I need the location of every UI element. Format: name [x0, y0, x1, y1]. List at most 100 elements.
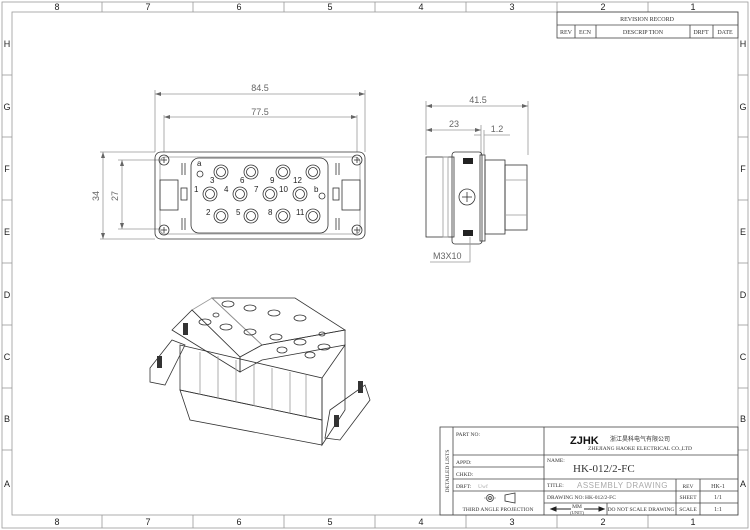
pin-contact-6 [243, 164, 259, 180]
unit-arrow-icon [549, 506, 606, 512]
company-name-en: ZHEJIANG HAOKE ELECTRICAL CO.,LTD [588, 446, 692, 452]
zone-row-labels-left: H G F E D C B A [3, 39, 10, 489]
zone-row-label: H [740, 39, 747, 49]
screw-icon [157, 356, 162, 368]
zone-col-label: 4 [418, 2, 423, 12]
zone-col-label: 6 [236, 517, 241, 527]
zone-col-label: 7 [145, 517, 150, 527]
ecn-header: ECN [579, 30, 592, 36]
pin-contacts [196, 164, 326, 224]
pin-label: 9 [270, 176, 275, 185]
company-logo: ZJHK [570, 435, 599, 447]
pin-labels: 3 6 9 12 1 4 7 10 2 5 8 11 a b [194, 159, 319, 217]
zone-row-label: B [4, 414, 10, 424]
screw-icon [334, 415, 339, 427]
zone-col-label: 3 [509, 2, 514, 12]
zone-row-label: B [740, 414, 746, 424]
pin-contact-4 [232, 186, 248, 202]
title-value: ASSEMBLY DRAWING [577, 481, 668, 490]
unit-sub: (UNIT) [570, 510, 584, 515]
side-view-flange [451, 151, 483, 245]
company-name-cn: 浙江昊科电气有限公司 [610, 435, 670, 443]
zone-col-label: 8 [54, 517, 59, 527]
detailed-lists-label: DETAILED LISTS [445, 450, 451, 493]
coding-pin-a [196, 170, 204, 178]
screw-head-top [463, 158, 473, 164]
rev-label: REV [683, 484, 694, 490]
zone-row-dividers [2, 74, 748, 451]
pin-label: 2 [206, 208, 211, 217]
title-label: TITLE: [547, 483, 564, 489]
housing-outline [154, 151, 366, 240]
pin-contact-1 [202, 186, 218, 202]
dim-1-2: 1.2 [491, 124, 504, 134]
pin-contact-8 [275, 208, 291, 224]
pin-label: 3 [210, 176, 215, 185]
zone-col-label: 5 [327, 2, 332, 12]
pin-label: 6 [240, 176, 245, 185]
zone-row-label: C [740, 352, 747, 362]
dimension-overall-width: 84.5 [154, 83, 366, 152]
appd-label: APPD: [456, 460, 472, 466]
left-flange [149, 339, 186, 386]
screw-icon [183, 323, 188, 335]
dim-41-5: 41.5 [469, 95, 487, 105]
screw-icon [158, 224, 170, 236]
side-view: 41.5 23 1.2 M3X10 [425, 95, 529, 263]
coding-pin-label: a [197, 159, 202, 168]
pin-label: 1 [194, 185, 199, 194]
pin-contact-11 [305, 208, 321, 224]
no-scale-note: DO NOT SCALE DRAWING [608, 507, 675, 513]
rev-value: HK-1 [711, 484, 725, 490]
zone-row-label: G [739, 102, 746, 112]
drawing-no-label: DRAWING NO: [547, 495, 584, 501]
pin-contact-2 [213, 208, 229, 224]
pin-label: 5 [236, 208, 241, 217]
zone-row-label: C [4, 352, 11, 362]
zone-col-label: 3 [509, 517, 514, 527]
name-value: HK-012/2-FC [573, 463, 635, 475]
sheet-value: 1/1 [714, 495, 722, 501]
zone-col-label: 5 [327, 517, 332, 527]
date-header: DATE [717, 30, 733, 36]
zone-col-label: 7 [145, 2, 150, 12]
rev-header: REV [560, 30, 573, 36]
pin-label: 7 [254, 185, 259, 194]
zone-col-label: 2 [600, 2, 605, 12]
right-flange [324, 384, 371, 441]
pin-contact-3 [213, 164, 229, 180]
screw-icon [351, 154, 363, 166]
zone-row-label: H [4, 39, 11, 49]
zone-row-label: F [4, 164, 10, 174]
pin-contact-10 [292, 186, 308, 202]
pin-contact-12 [305, 164, 321, 180]
drft-value: Uwf [478, 483, 488, 490]
zone-col-label: 2 [600, 517, 605, 527]
screw-icon [351, 224, 363, 236]
zone-col-label: 6 [236, 2, 241, 12]
zone-row-label: A [4, 479, 10, 489]
zone-row-label: D [740, 290, 747, 300]
screw-icon [458, 188, 476, 206]
zone-row-label: G [3, 102, 10, 112]
screw-callout: M3X10 [433, 251, 462, 261]
pin-label: 8 [268, 208, 273, 217]
zone-row-label: E [740, 227, 746, 237]
screw-head-bottom [463, 230, 473, 236]
pin-contact-7 [262, 186, 278, 202]
screw-icon [158, 154, 170, 166]
dimension-overall-height: 34 [91, 151, 155, 240]
screw-icon [358, 381, 363, 393]
dim-23: 23 [449, 119, 459, 129]
zone-column-labels-bottom: 8 7 6 5 4 3 2 1 [54, 517, 695, 527]
side-view-insert [484, 159, 506, 235]
dimension-mount-height: 27 [110, 159, 160, 230]
name-label: NAME: [547, 458, 565, 464]
zone-column-dividers [101, 2, 649, 528]
pin-contact-9 [275, 164, 291, 180]
unit-value: MM [572, 504, 582, 510]
dimension-mount-width: 77.5 [163, 107, 358, 152]
scale-label: SCALE [679, 507, 697, 513]
side-view-hood [425, 156, 455, 238]
